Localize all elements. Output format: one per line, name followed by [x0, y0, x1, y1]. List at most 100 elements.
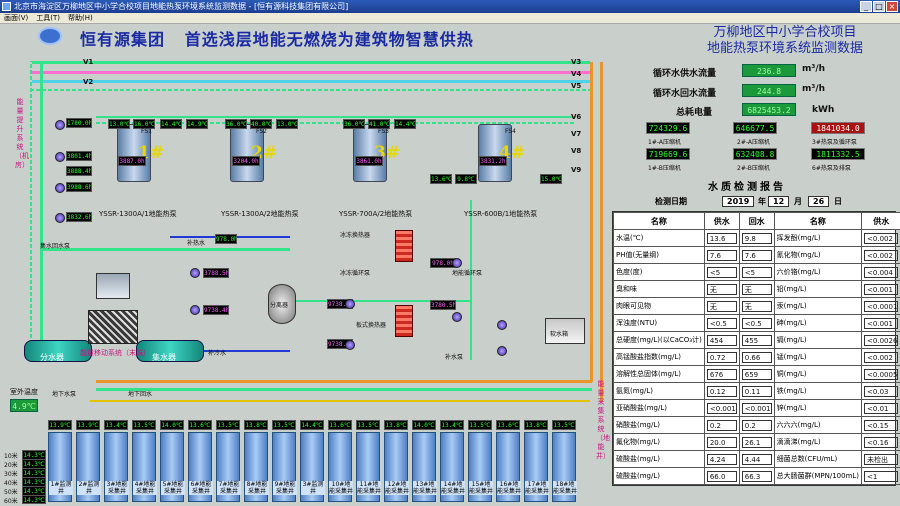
report-supply-value: 66.0 [703, 467, 740, 485]
well[interactable]: 10#地能采集井 [328, 432, 354, 502]
report-item-name: 滴滴涕(mg/L) [773, 433, 863, 451]
well-label: 8#地能采集井 [245, 481, 269, 495]
well-label: 10#地能采集井 [329, 481, 354, 495]
pump-icon[interactable] [452, 258, 462, 268]
minimize-button[interactable]: _ [860, 1, 872, 12]
menu-view[interactable]: 画面(V) [4, 14, 29, 22]
valve-v1-label: V1 [83, 58, 94, 66]
well[interactable]: 16#地能采集井 [496, 432, 522, 502]
report-supply-value: 0.2 [703, 416, 740, 434]
well-temp-display: 14.0℃ [412, 420, 436, 430]
well[interactable]: 18#地能采集井 [552, 432, 578, 502]
report-supply-value: <0.01 [861, 399, 900, 417]
water-quality-report: 名称 供水 回水 名称 供水 回水 水温(℃)13.69.8挥发酚(mg/L)<… [612, 211, 900, 486]
pipe-return [30, 89, 590, 91]
energy-lift-title: 能量提升系统（机房） [15, 98, 29, 169]
close-button[interactable]: × [886, 1, 898, 12]
well[interactable]: 3#地能采集井 [104, 432, 129, 502]
unit-4-tag: FS4 [505, 128, 516, 135]
unit-3-tag: FS3 [378, 128, 389, 135]
power-unit: kWh [812, 105, 835, 115]
water-separator[interactable] [268, 284, 296, 324]
unit-1-t3: 14.4℃ [160, 119, 182, 129]
collector-tank[interactable] [136, 340, 204, 362]
depth-label-40: 40米 [4, 480, 18, 487]
soft-water-tank[interactable] [545, 318, 585, 344]
well[interactable]: 12#地能采集井 [384, 432, 409, 502]
pump-icon[interactable] [345, 340, 355, 350]
pump-icon[interactable] [55, 213, 65, 223]
report-item-name: 总大肠菌群(MPN/100mL) [773, 467, 863, 485]
well[interactable]: 6#地能采集井 [188, 432, 213, 502]
report-cell: <5 [706, 266, 737, 278]
well[interactable]: 1#监测井 [48, 432, 73, 502]
pump-icon[interactable] [497, 320, 507, 330]
report-item-name: 氨氮(mg/L) [613, 382, 705, 400]
pump-icon[interactable] [55, 152, 65, 162]
valve-v9-label: V9 [571, 166, 582, 174]
rail-display-1: 1780.0h [66, 118, 92, 128]
meter-6-value: 1811332.5 [811, 148, 865, 160]
app-icon [2, 2, 11, 11]
well[interactable]: 14#地能采集井 [440, 432, 466, 502]
well[interactable]: 2#监测井 [76, 432, 101, 502]
distributor-tank[interactable] [24, 340, 92, 362]
pump-icon[interactable] [190, 268, 200, 278]
heat-pump-unit-2[interactable]: 2# [230, 124, 277, 182]
unit-3-model: YSSR-700A/2地能热泵 [339, 210, 413, 218]
well[interactable]: 5#地能采集井 [160, 432, 185, 502]
well[interactable]: 8#地能采集井 [244, 432, 269, 502]
well-label: 18#地能采集井 [553, 481, 578, 495]
report-cell: 66.3 [741, 470, 772, 482]
report-item-name: 浑浊度(NTU) [613, 314, 705, 332]
pipe-orange-right [590, 62, 593, 382]
report-supply-value: 无 [703, 280, 740, 298]
well[interactable]: 9#地能采集井 [272, 432, 297, 502]
well-temp-display: 13.9℃ [48, 420, 72, 430]
well[interactable]: 4#地能采集井 [132, 432, 157, 502]
pump-icon[interactable] [190, 305, 200, 315]
pump-icon[interactable] [55, 183, 65, 193]
unit-4-t2: 13.6℃ [430, 174, 452, 184]
well[interactable]: 11#地能采集井 [356, 432, 381, 502]
pump-icon[interactable] [497, 346, 507, 356]
maximize-button[interactable]: □ [873, 1, 885, 12]
well-temp-display: 13.5℃ [132, 420, 156, 430]
report-supply-value: 676 [703, 365, 740, 383]
well[interactable]: 17#地能采集井 [524, 432, 550, 502]
well[interactable]: 7#地能采集井 [216, 432, 241, 502]
report-return-value: <0.001 [738, 399, 775, 417]
report-return-value: <0.5 [738, 314, 775, 332]
well-label: 17#地能采集井 [525, 481, 550, 495]
well-label: 14#地能采集井 [441, 481, 466, 495]
well-label: 2#监测井 [77, 481, 101, 495]
report-month: 12 [768, 196, 790, 207]
menubar: 画面(V) 工具(T) 帮助(H) [0, 13, 900, 24]
well[interactable]: 13#地能采集井 [412, 432, 437, 502]
well[interactable]: 3#监测井 [300, 432, 325, 502]
heat-exchanger-2[interactable] [395, 305, 413, 337]
menu-tools[interactable]: 工具(T) [36, 14, 61, 22]
report-row: 氨氮(mg/L)0.120.11铁(mg/L)<0.03<0.03 [613, 382, 900, 400]
center-disp-7: 3780.5h [430, 300, 456, 310]
pipe-yellow [90, 400, 590, 402]
report-supply-value: 20.0 [703, 433, 740, 451]
heat-pump-unit-4[interactable]: 4# [478, 124, 525, 182]
report-return-value: 4.44 [738, 450, 775, 468]
report-cell: <0.002 [864, 249, 899, 261]
report-row: 浑浊度(NTU)<0.5<0.5砷(mg/L)<0.001<0.001 [613, 314, 900, 332]
pipe-cyan [30, 80, 590, 83]
project-title-l1: 万柳地区中小学合校项目 [713, 25, 857, 40]
well-temp-display: 13.4℃ [440, 420, 464, 430]
pump-icon[interactable] [345, 299, 355, 309]
unit-2-tag: FS2 [256, 128, 267, 135]
well-label: 16#地能采集井 [497, 481, 522, 495]
menu-help[interactable]: 帮助(H) [68, 14, 93, 22]
pump-icon[interactable] [452, 312, 462, 322]
pump-icon[interactable] [55, 120, 65, 130]
heat-exchanger-1[interactable] [395, 230, 413, 262]
report-head-supply2: 供水 [861, 212, 900, 230]
well[interactable]: 15#地能采集井 [468, 432, 493, 502]
